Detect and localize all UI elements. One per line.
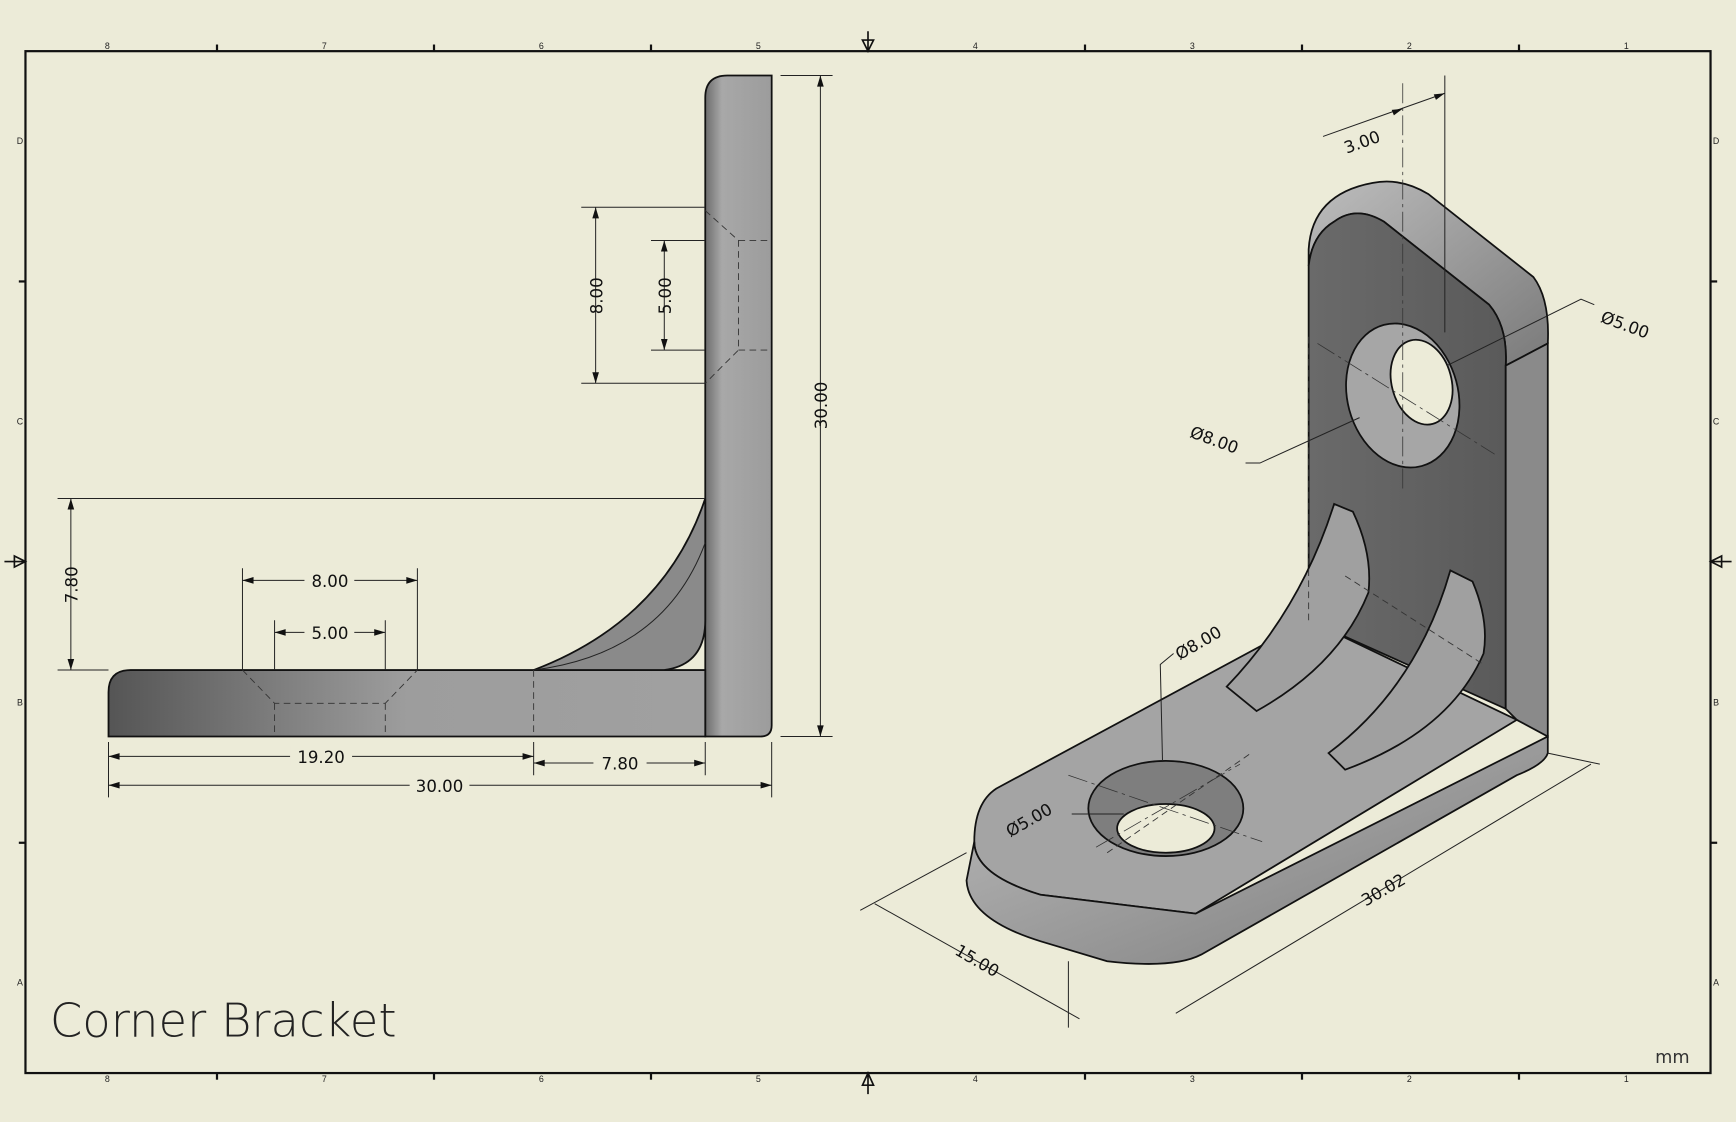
dim-length-overall: 30.00 — [416, 777, 464, 796]
svg-text:2: 2 — [1407, 1074, 1412, 1084]
svg-text:C: C — [1713, 416, 1720, 426]
column-labels-top: 8 7 6 5 4 3 2 1 — [105, 41, 1629, 51]
drawing-title: Corner Bracket — [50, 994, 397, 1048]
svg-text:A: A — [17, 978, 23, 988]
rib-left — [1225, 502, 1371, 713]
svg-text:1: 1 — [1624, 41, 1629, 51]
dim-width: 15.00 — [952, 941, 1003, 981]
dim-upright-cbore: Ø8.00 — [1187, 423, 1240, 458]
dim-fillet-height: 7.80 — [63, 566, 82, 603]
dim-vertical-cbore: 8.00 — [587, 277, 606, 314]
svg-text:7: 7 — [322, 1074, 327, 1084]
dim-length: 30.02 — [1358, 870, 1409, 910]
dim-fillet-width: 7.80 — [602, 755, 639, 774]
svg-text:6: 6 — [539, 1074, 544, 1084]
svg-text:B: B — [1713, 697, 1719, 707]
dim-horizontal-cbore: 8.00 — [311, 572, 348, 591]
svg-text:D: D — [17, 136, 23, 146]
base-front-edge — [965, 735, 1549, 965]
dim-thickness: 3.00 — [1342, 127, 1383, 157]
row-labels: D C B A D C B A — [17, 136, 1720, 987]
units-label: mm — [1655, 1048, 1690, 1068]
side-view-fillet-rib — [533, 498, 707, 671]
dim-hole-offset: 19.20 — [297, 748, 345, 767]
isometric-view: 3.00 Ø5.00 Ø8.00 Ø8.00 Ø5.00 15.00 30.02 — [860, 75, 1652, 1028]
side-view-horizontal-leg — [107, 669, 707, 738]
base-through-hole — [1116, 803, 1216, 854]
dim-vertical-hole: 5.00 — [656, 277, 675, 314]
svg-text:8: 8 — [105, 1074, 110, 1084]
svg-text:D: D — [1713, 136, 1719, 146]
svg-text:1: 1 — [1624, 1074, 1629, 1084]
column-labels-bottom: 8 7 6 5 4 3 2 1 — [105, 1074, 1629, 1084]
svg-text:5: 5 — [756, 41, 761, 51]
dim-base-cbore: Ø8.00 — [1172, 622, 1225, 663]
zone-ticks — [18, 44, 1718, 1080]
svg-text:B: B — [17, 697, 23, 707]
side-view: 30.00 8.00 5.00 7.80 8.00 5.00 19.20 7.8… — [57, 74, 833, 798]
svg-text:4: 4 — [973, 1074, 978, 1084]
dim-upright-hole: Ø5.00 — [1598, 308, 1651, 343]
dim-horizontal-hole: 5.00 — [311, 624, 348, 643]
svg-text:7: 7 — [322, 41, 327, 51]
svg-text:2: 2 — [1407, 41, 1412, 51]
center-mark-arrows — [4, 31, 1732, 1095]
side-view-vertical-leg — [704, 74, 773, 738]
svg-text:6: 6 — [539, 41, 544, 51]
svg-text:C: C — [17, 416, 24, 426]
svg-text:4: 4 — [973, 41, 978, 51]
upright-side-edge — [1504, 341, 1549, 738]
svg-text:3: 3 — [1190, 41, 1195, 51]
svg-text:3: 3 — [1190, 1074, 1195, 1084]
upright-through-hole — [1389, 338, 1454, 426]
dim-height-overall: 30.00 — [812, 382, 831, 430]
svg-text:A: A — [1713, 978, 1719, 988]
svg-text:5: 5 — [756, 1074, 761, 1084]
rib-right — [1327, 569, 1486, 771]
svg-text:8: 8 — [105, 41, 110, 51]
